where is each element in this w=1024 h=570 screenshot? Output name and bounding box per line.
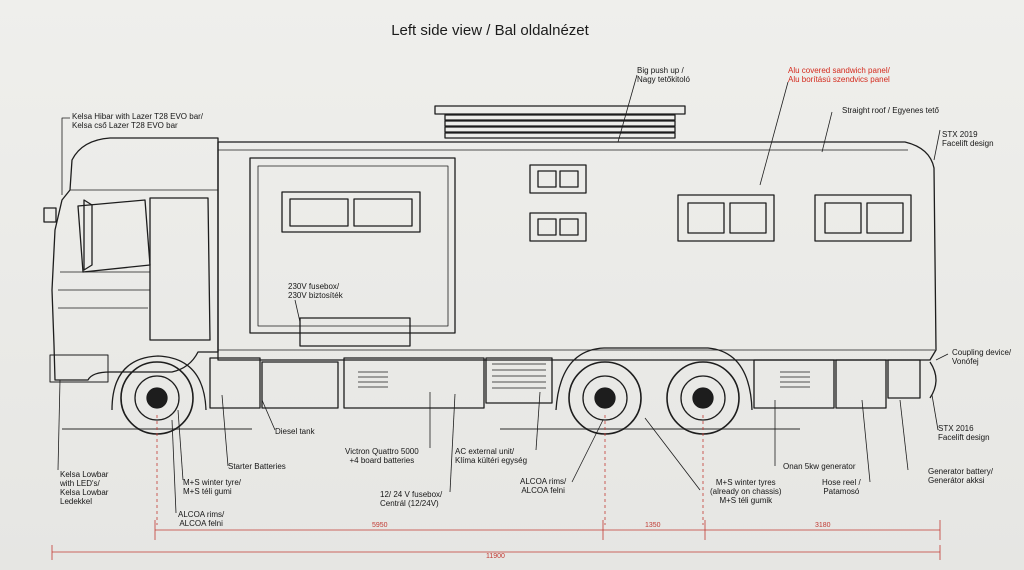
locker-hose xyxy=(835,359,887,409)
locker-victron xyxy=(343,357,485,409)
body-outline xyxy=(217,141,937,361)
label-alcoa-rims-front: ALCOA rims/ ALCOA felni xyxy=(178,510,225,528)
dimension-5950: 5950 xyxy=(372,522,388,529)
locker-starter xyxy=(209,357,261,409)
label-generator-battery: Generator battery/ Generátor akksi xyxy=(928,467,993,485)
slide-out-box xyxy=(249,157,456,334)
cab-windscreen xyxy=(77,199,151,273)
label-coupling-device: Coupling device/ Vonófej xyxy=(952,348,1012,366)
front-wheel xyxy=(120,361,194,435)
window-right-2 xyxy=(814,194,912,242)
label-victron: Victron Quattro 5000 +4 board batteries xyxy=(345,447,419,465)
label-fusebox-230v: 230V fusebox/ 230V biztosíték xyxy=(288,282,343,300)
label-kelsa-lowbar: Kelsa Lowbar with LED's/ Kelsa Lowbar Le… xyxy=(60,470,109,506)
dimension-lines xyxy=(51,415,941,560)
push-up-roof xyxy=(434,105,686,139)
side-mirror xyxy=(43,207,57,223)
label-sandwich-panel: Alu covered sandwich panel/ Alu borítású… xyxy=(788,66,890,84)
locker-onan xyxy=(753,359,835,409)
label-stx2019: STX 2019 Facelift design xyxy=(942,130,994,148)
dimension-11900: 11900 xyxy=(486,553,505,560)
drawing-title: Left side view / Bal oldalnézet xyxy=(391,22,589,39)
slide-window xyxy=(281,191,421,233)
label-ac-unit: AC external unit/ Klíma kültéri egység xyxy=(455,447,528,465)
small-window-bottom xyxy=(529,212,587,242)
coupling-device xyxy=(929,361,937,399)
fusebox-hatch xyxy=(299,317,411,347)
dimension-3180: 3180 xyxy=(815,522,831,529)
label-hose-reel: Hose reel / Patamosó xyxy=(822,478,861,496)
label-kelsa-hibar: Kelsa Hibar with Lazer T28 EVO bar/ Kels… xyxy=(72,112,204,130)
leader-lines xyxy=(57,74,949,514)
window-right-1 xyxy=(677,194,775,242)
dimension-1350: 1350 xyxy=(645,522,661,529)
label-ms-winter-tyres-rear: M+S winter tyres (already on chassis) M+… xyxy=(710,478,782,505)
diesel-tank xyxy=(261,361,339,409)
label-stx2016: STX 2016 Facelift design xyxy=(938,424,990,442)
label-diesel-tank: Diesel tank xyxy=(275,427,315,436)
ac-grille xyxy=(485,357,553,404)
label-straight-roof: Straight roof / Egyenes tető xyxy=(842,106,939,115)
label-onan-generator: Onan 5kw generator xyxy=(783,462,856,471)
label-ms-winter-tyre-front: M+S winter tyre/ M+S téli gumi xyxy=(183,478,242,496)
label-push-up: Big push up / Nagy tetőkitoló xyxy=(637,66,690,84)
small-window-top xyxy=(529,164,587,194)
cab-outline xyxy=(51,137,219,381)
label-starter-batteries: Starter Batteries xyxy=(228,462,286,471)
label-alcoa-rims-mid: ALCOA rims/ ALCOA felni xyxy=(520,477,567,495)
label-fusebox-12-24v: 12/ 24 V fusebox/ Centrál (12/24V) xyxy=(380,490,443,508)
cab-door xyxy=(149,197,211,341)
front-bumper xyxy=(49,354,109,383)
locker-generator-battery xyxy=(887,359,921,399)
